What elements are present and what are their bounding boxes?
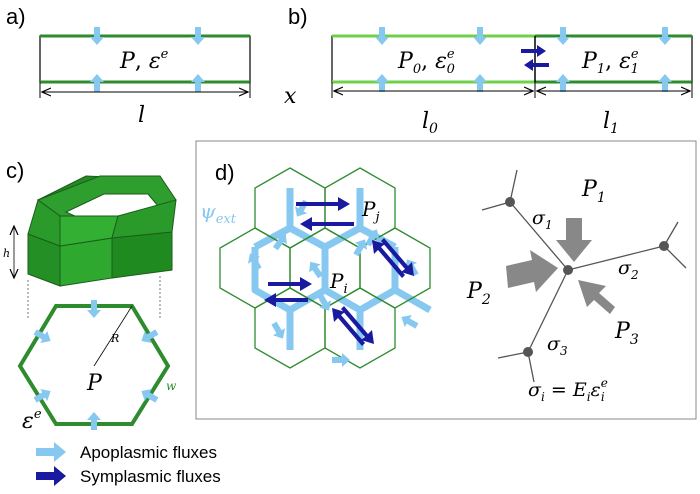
wall-branch <box>527 351 535 383</box>
panel-a-label: a) <box>6 4 26 29</box>
apoplasmic-arrow-icon <box>397 310 421 333</box>
pressure-arrow-icon <box>506 250 558 292</box>
apoplasmic-arrow-icon <box>267 319 290 343</box>
symplasmic-arrow-icon <box>521 45 546 57</box>
symplasmic-arrow-icon <box>36 466 66 486</box>
junction-node <box>505 197 515 207</box>
apoplasmic-arrow-icon <box>87 412 101 430</box>
panel-d-symplasmic-arrows <box>264 197 414 346</box>
panel-c-strain-label: εe <box>22 407 42 434</box>
apoplasmic-arrow-icon <box>36 442 66 462</box>
sigma1-label: σ1 <box>532 207 553 232</box>
junction-node <box>563 265 573 275</box>
symplasmic-arrow-icon <box>268 277 312 291</box>
legend-apoplasmic-label: Apoplasmic fluxes <box>80 443 217 462</box>
height-label: h <box>3 247 10 260</box>
cell-j-label: Pj <box>361 197 380 225</box>
junction-walls <box>481 169 687 383</box>
panel-d-label: d) <box>215 160 235 185</box>
wall-branch <box>497 351 529 359</box>
symplasmic-arrow-icon <box>524 59 549 71</box>
apoplasmic-arrow-icon <box>137 384 161 407</box>
symplasmic-arrow-icon <box>381 238 414 276</box>
panel-b-length1-label: l1 <box>603 109 619 137</box>
psi-ext-label: ψext <box>200 199 237 227</box>
hexagonal-prism <box>27 175 177 287</box>
P1-label: P1 <box>581 177 606 206</box>
radius-label: R <box>110 332 119 345</box>
apoplasmic-arrow-icon <box>87 300 101 318</box>
panel-b-label: b) <box>288 4 308 29</box>
legend-symplasmic: Symplasmic fluxes <box>36 466 221 486</box>
apoplasmic-arrow-icon <box>332 353 350 367</box>
symplasmic-arrow-icon <box>264 293 308 307</box>
panel-c-pressure-label: P <box>86 371 103 396</box>
panel-d: d) <box>195 140 697 420</box>
legend: Apoplasmic fluxes Symplasmic fluxes <box>36 442 221 486</box>
P3-label: P3 <box>614 319 639 348</box>
legend-symplasmic-label: Symplasmic fluxes <box>80 467 221 486</box>
panel-a-axis-label: x <box>284 84 297 109</box>
prism-face-right <box>111 231 173 279</box>
legend-apoplasmic: Apoplasmic fluxes <box>36 442 217 462</box>
apoplasmic-arrow-icon <box>290 197 313 221</box>
junction-node <box>523 347 533 357</box>
radius-line <box>93 305 133 367</box>
junction-node <box>659 241 669 251</box>
panel-b-length0-label: l0 <box>422 109 438 137</box>
cell-i-label: Pi <box>329 269 348 297</box>
panel-a-length-label: l <box>138 103 145 128</box>
symplasmic-arrow-icon <box>372 240 405 278</box>
wall-sigma2 <box>567 245 665 271</box>
panel-a: a) P, εe l x <box>6 4 297 128</box>
wall-sigma1 <box>509 201 569 271</box>
wall-thickness-label: w <box>166 379 177 393</box>
panel-c-label: c) <box>6 158 24 183</box>
pressure-arrow-icon <box>556 218 592 262</box>
symplasmic-arrow-icon <box>300 217 354 231</box>
P2-label: P2 <box>466 279 491 308</box>
sigma3-label: σ3 <box>547 333 568 358</box>
sigma2-label: σ2 <box>618 257 639 282</box>
symplasmic-arrow-icon <box>341 306 374 344</box>
wall-sigma3 <box>527 269 569 353</box>
panel-d-frame <box>195 140 697 420</box>
pressure-arrow-icon <box>578 280 615 314</box>
wall-branch <box>663 245 687 269</box>
top-view-hexagon <box>17 304 171 426</box>
symplasmic-arrow-icon <box>332 308 365 346</box>
symplasmic-arrow-icon <box>296 197 350 211</box>
panel-c: c) h R w <box>3 158 177 434</box>
wall-branch <box>509 169 518 203</box>
prism-inner-right <box>111 199 177 239</box>
pressure-arrows <box>506 218 615 314</box>
panel-b-symplasmic-arrows <box>521 45 549 71</box>
junction-nodes <box>505 197 669 357</box>
panel-a-cell-label: P, εe <box>119 47 169 74</box>
